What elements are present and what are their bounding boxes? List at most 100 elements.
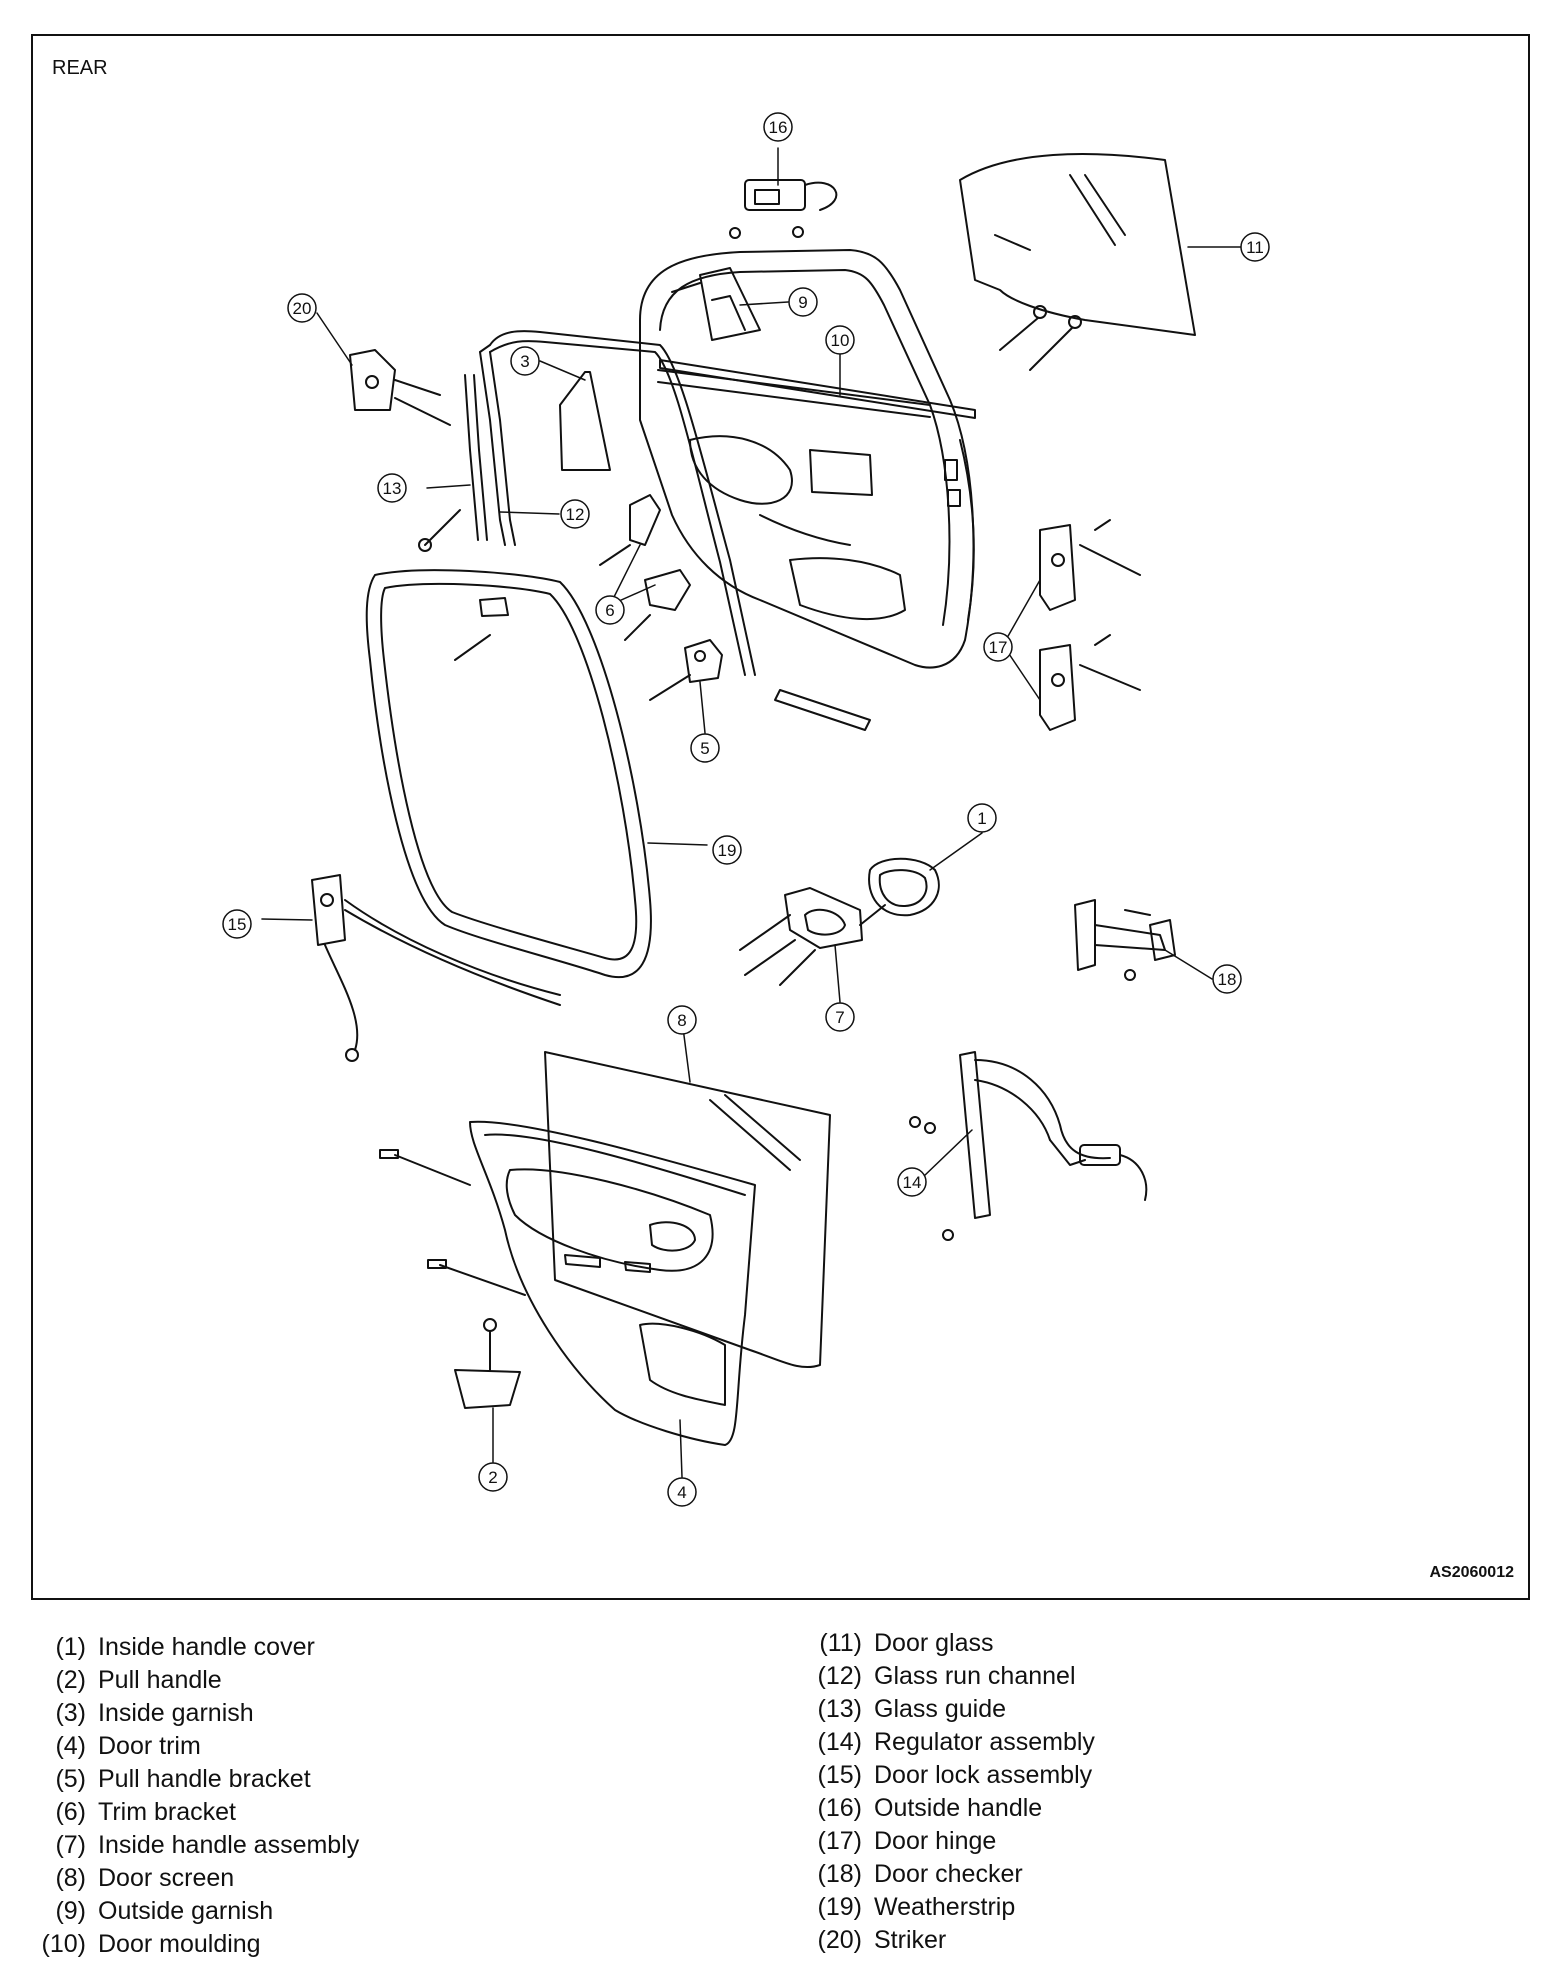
svg-text:10: 10 xyxy=(831,331,850,350)
inside-handle-cover-part xyxy=(868,857,940,917)
legend-label: Pull handle xyxy=(98,1666,222,1694)
legend-item: (7)Inside handle assembly xyxy=(30,1829,359,1862)
diagram-frame xyxy=(31,34,1530,1600)
callout-4: 4 xyxy=(667,1477,697,1507)
callout-18: 18 xyxy=(1212,964,1242,994)
callout-17: 17 xyxy=(983,632,1013,662)
door-trim-part xyxy=(379,1120,756,1446)
legend-item: (14)Regulator assembly xyxy=(806,1726,1095,1759)
legend-label: Striker xyxy=(874,1926,947,1954)
legend-label: Regulator assembly xyxy=(874,1728,1095,1756)
callout-8: 8 xyxy=(667,1005,697,1035)
callout-19: 19 xyxy=(712,835,742,865)
callout-markers: 1 2 3 4 5 6 7 8 9 10 11 12 13 14 15 16 1… xyxy=(222,112,1270,1507)
legend-number: (12) xyxy=(817,1662,862,1690)
svg-text:19: 19 xyxy=(718,841,737,860)
legend-item: (18)Door checker xyxy=(806,1858,1095,1891)
svg-text:16: 16 xyxy=(769,118,788,137)
legend-label: Door glass xyxy=(874,1629,994,1657)
legend-item: (11) Door glass xyxy=(806,1627,1095,1660)
legend-number: (2) xyxy=(55,1666,86,1694)
callout-9: 9 xyxy=(788,287,818,317)
callout-10: 10 xyxy=(825,325,855,355)
legend-item: (2) Pull handle xyxy=(30,1664,359,1697)
legend-item: (19)Weatherstrip xyxy=(806,1891,1095,1924)
legend-number: (19) xyxy=(817,1893,862,1921)
legend-label: Glass guide xyxy=(874,1695,1007,1723)
legend-label: Door lock assembly xyxy=(874,1761,1093,1789)
legend-number: (3) xyxy=(55,1699,86,1727)
callout-1: 1 xyxy=(967,803,997,833)
door-moulding-part xyxy=(659,359,976,419)
legend-label: Glass run channel xyxy=(874,1662,1076,1690)
legend-item: (12) Glass run channel xyxy=(806,1660,1095,1693)
parts-legend-left: (1) Inside handle cover (2) Pull handle (3… xyxy=(30,1631,360,1961)
svg-text:15: 15 xyxy=(228,915,247,934)
callout-11: 11 xyxy=(1240,232,1270,262)
svg-text:2: 2 xyxy=(488,1468,497,1487)
legend-label: Inside garnish xyxy=(98,1699,254,1727)
parts-legend-right: (11) Door glass (12) Glass run channel (13… xyxy=(806,1627,1095,1957)
svg-text:17: 17 xyxy=(989,638,1008,657)
glass-run-channel-part xyxy=(479,330,756,676)
pull-handle-bracket-part xyxy=(649,639,723,701)
legend-number: (17) xyxy=(817,1827,862,1855)
legend-number: (1) xyxy=(55,1633,86,1661)
legend-label: Door hinge xyxy=(874,1827,997,1855)
legend-item: (4)Door trim xyxy=(30,1730,359,1763)
inside-handle-assembly-part xyxy=(739,887,886,986)
door-lock-assembly-part xyxy=(311,874,561,1062)
legend-label: Outside garnish xyxy=(98,1897,274,1925)
weatherstrip-part xyxy=(365,569,652,979)
legend-number: (16) xyxy=(817,1794,862,1822)
legend-label: Trim bracket xyxy=(98,1798,236,1826)
svg-text:9: 9 xyxy=(798,293,807,312)
legend-number: (9) xyxy=(55,1897,86,1925)
legend-item: (9) Outside garnish xyxy=(30,1895,359,1928)
svg-text:18: 18 xyxy=(1218,970,1237,989)
legend-item: (6)Trim bracket xyxy=(30,1796,359,1829)
callout-2: 2 xyxy=(478,1462,508,1492)
door-hinge-part xyxy=(1039,519,1141,731)
legend-item: (17) Door hinge xyxy=(806,1825,1095,1858)
svg-text:5: 5 xyxy=(700,739,709,758)
legend-number: (11) xyxy=(819,1629,862,1657)
legend-label: Inside handle cover xyxy=(98,1633,315,1661)
door-screen-part xyxy=(544,1051,831,1369)
legend-item: (8) Door screen xyxy=(30,1862,359,1895)
legend-number: (18) xyxy=(817,1860,862,1888)
trim-bracket-part xyxy=(599,494,691,641)
lower-moulding-strip xyxy=(774,689,871,731)
outside-garnish-part xyxy=(671,267,761,341)
legend-item: (13) Glass guide xyxy=(806,1693,1095,1726)
svg-text:13: 13 xyxy=(383,479,402,498)
legend-number: (8) xyxy=(55,1864,86,1892)
callout-13: 13 xyxy=(377,473,407,503)
svg-text:11: 11 xyxy=(1246,238,1264,257)
svg-text:1: 1 xyxy=(977,809,986,828)
leader-lines xyxy=(261,147,1249,1478)
pull-handle-part xyxy=(454,1318,521,1409)
svg-text:3: 3 xyxy=(520,352,529,371)
callout-15: 15 xyxy=(222,909,252,939)
callout-14: 14 xyxy=(897,1167,927,1197)
legend-number: (15) xyxy=(817,1761,862,1789)
svg-text:6: 6 xyxy=(605,601,614,620)
legend-item: (3) Inside garnish xyxy=(30,1697,359,1730)
legend-item: (5)Pull handle bracket xyxy=(30,1763,359,1796)
door-checker-part xyxy=(1074,899,1176,981)
regulator-assembly-part xyxy=(909,1051,1148,1241)
document-id: AS2060012 xyxy=(1429,1564,1514,1581)
svg-text:14: 14 xyxy=(903,1173,922,1192)
legend-number: (10) xyxy=(41,1930,86,1958)
inside-garnish-part xyxy=(559,371,611,471)
callout-7: 7 xyxy=(825,1002,855,1032)
legend-number: (13) xyxy=(817,1695,862,1723)
legend-label: Door screen xyxy=(98,1864,235,1892)
outside-handle-part xyxy=(729,179,838,239)
callout-5: 5 xyxy=(690,733,720,763)
legend-number: (7) xyxy=(55,1831,86,1859)
striker-part xyxy=(349,349,451,426)
door-glass-part xyxy=(959,153,1196,371)
